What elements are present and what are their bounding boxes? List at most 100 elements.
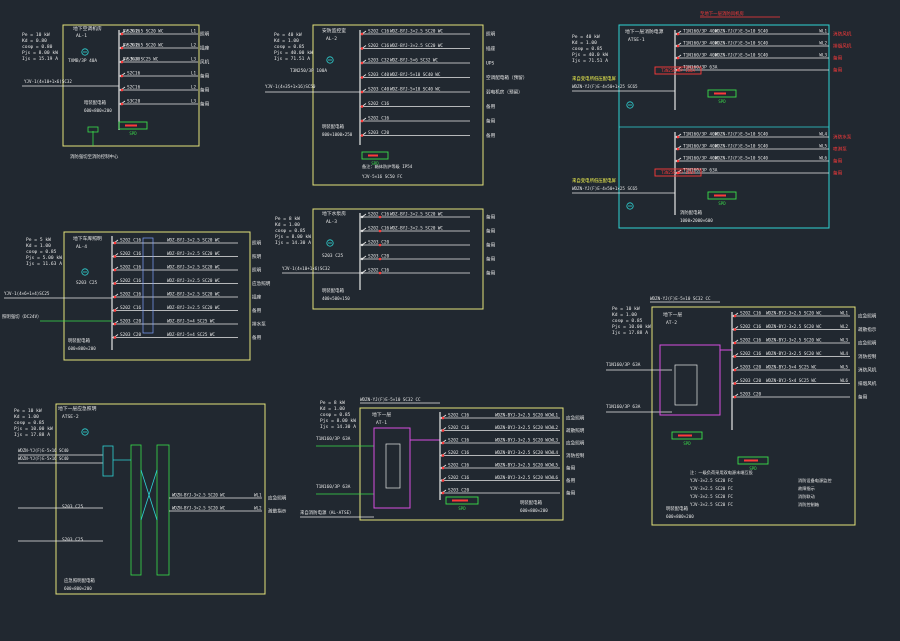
panel-a-circuit-breaker-label-0: S2C16 (127, 29, 141, 35)
panel-g-feeder-top: WDZN-YJ(F)E-5×10 SC32 CC (360, 397, 421, 402)
panel-d-meter (326, 239, 334, 247)
panel-b-circuit-use-7: 备用 (486, 132, 496, 139)
panel-b-param-1: Kd = 1.00 (274, 38, 299, 44)
panel-e-circuit-dot-1 (113, 255, 117, 258)
panel-a-circuit-breaker-label-5: S3C20 (127, 99, 141, 105)
panel-h-circuit-use-1: 疏散指示 (858, 326, 877, 333)
panel-g-circuit-use-0: 应急照明 (566, 415, 585, 422)
panel-g-circuit-dot-1 (441, 429, 445, 432)
panel-b-circuit-use-5: 备用 (486, 103, 496, 110)
panel-h-circuit-breaker-label-0: S202 C16 (740, 311, 762, 317)
panel-c-meter-1 (626, 101, 634, 109)
panel-c-top-circuit-breaker-label-0: T1N160/3P 40A (683, 29, 718, 35)
panel-g-circuit-dot-4 (441, 466, 445, 470)
panel-a-note: 消防强切至消防控制中心 (70, 153, 119, 160)
panel-b-frame (312, 24, 484, 186)
panel-c-code: ATSE-1 (628, 37, 645, 43)
panel-g-circuit-cable-3: WDZN-BYJ-3×2.5 SC20 WC (495, 450, 551, 455)
panel-g-circuit-cable-4: WDZN-BYJ-3×2.5 SC20 WC (495, 463, 551, 468)
panel-a-circuit-dot-2 (120, 60, 124, 64)
panel-b-circuit-cable-0: WDZ-BYJ-3×2.5 SC20 WC (390, 29, 443, 34)
panel-g-box-name: 明装配电箱 (520, 499, 543, 506)
panel-c-top-circuit-dot-2 (676, 56, 680, 60)
panel-b-circuit-dot-1 (360, 47, 364, 50)
panel-f-control-column-2 (156, 444, 170, 576)
panel-a-circuit-use-5: 备用 (200, 101, 210, 108)
panel-e-circuit-breaker-label-3: S202 C16 (120, 278, 142, 284)
panel-a-circuit-breaker-label-2: S3C20 (127, 57, 141, 63)
panel-b-circuit-use-1: 插座 (486, 45, 496, 52)
panel-g-circuit-breaker-label-5: S202 C16 (448, 475, 470, 481)
panel-d-box-name: 明装配电箱 (322, 287, 345, 294)
panel-a-param-4: Ijs = 15.19 A (22, 56, 58, 62)
panel-h-circuit-cable-3: WDZN-BYJ-3×2.5 SC20 WC (766, 351, 822, 356)
panel-c-incomer-1: 来自变电所低压配电屏 (572, 75, 617, 82)
panel-c-bottom-circuit-phase-1: WL5 (819, 144, 827, 149)
panel-h-circuit-dot-4 (733, 368, 737, 372)
panel-e-circuit-breaker-label-0: S202 C16 (120, 238, 142, 244)
panel-g-circuit-dot-0 (441, 416, 445, 420)
panel-e-param-2: cosφ = 0.85 (26, 249, 57, 255)
panel-f-param-4: Ijs = 17.88 A (14, 432, 50, 438)
panel-g-frame (359, 407, 564, 521)
panel-d-circuit-breaker-label-1: S202 C16 (368, 226, 390, 232)
panel-e-circuit-breaker-label-6: S203 C20 (120, 319, 142, 325)
panel-g-circuit-cable-0: WDZN-BYJ-3×2.5 SC20 WC (495, 413, 551, 418)
panel-g-ats-block (373, 427, 411, 509)
spd-label: SPD (129, 131, 137, 136)
panel-h-circuit-breaker-label-3: S202 C16 (740, 351, 762, 357)
panel-d-param-4: Ijs = 14.30 A (275, 240, 311, 246)
panel-h-circuit-cable-2: WDZN-BYJ-3×2.5 SC20 WC (766, 338, 822, 343)
panel-f-param-3: Pjs = 10.00 kW (14, 426, 53, 432)
panel-c-bottom-circuit-breaker-label-2: T1N160/3P 40A (683, 156, 718, 162)
panel-h-circuit-phase-3: WL4 (840, 351, 848, 356)
panel-a-circuit-dot-3 (120, 74, 124, 78)
panel-d-param-2: cosφ = 0.85 (275, 228, 306, 234)
panel-b-param-0: Pe = 40 kW (274, 32, 302, 38)
panel-a-spd (118, 121, 148, 130)
panel-b-circuit-use-0: 照明 (486, 32, 496, 38)
panel-a-circuit-phase-0: L1 (191, 29, 197, 34)
panel-e-circuit-dot-3 (113, 282, 117, 285)
panel-e-incomer: YJV-1(4×6+1×4)SC25 (4, 291, 50, 296)
panel-h-circuit-phase-1: WL2 (840, 324, 848, 329)
panel-b-circuit-breaker-label-2: S203 C32 (368, 58, 390, 64)
panel-h-in-1: T1N160/3P 63A (606, 362, 641, 368)
panel-b-circuit-dot-0 (360, 32, 364, 36)
panel-h-in-2: T1N160/3P 63A (606, 404, 641, 410)
panel-d-circuit-breaker-label-0: S202 C16 (368, 212, 390, 218)
wiring (4, 16, 850, 576)
panel-e-terminal-strip (142, 237, 154, 334)
breaker-pivot (360, 229, 364, 233)
panel-d-incomer: YJV-1(4×10+1×6)SC32 (282, 266, 330, 271)
panel-f-incomer-1: WDZN-YJ(F)E-5×16 SC40 (18, 448, 69, 453)
panel-g-circuit-phase-2: WL3 (550, 438, 558, 443)
panel-e-side-note: 照明强切（DC24V） (2, 313, 42, 320)
panel-a-code: AL-1 (76, 33, 87, 39)
panel-e-circuit-use-5: 备用 (252, 307, 262, 314)
panel-g-circuit-breaker-label-1: S202 C16 (448, 425, 470, 431)
panel-c-top-circuit-cable-2: WDZN-YJ(F)E-5×10 SC40 (715, 53, 768, 58)
panel-h-ats-switch (674, 364, 698, 406)
panel-h-param-0: Pe = 10 kW (612, 306, 640, 312)
panel-e-circuit-use-0: 照明 (252, 241, 262, 247)
panel-e-circuit-dot-2 (113, 268, 117, 272)
panel-f-code: ATSE-2 (62, 414, 79, 420)
panel-e-title: 地下车库照明 (73, 235, 102, 242)
panel-b-circuit-breaker-label-0: S202 C16 (368, 29, 390, 35)
panel-h-circuit-phase-0: WL1 (840, 311, 848, 316)
panel-b-spd (361, 151, 389, 160)
panel-c-title: 地下一层消防电源 (625, 28, 664, 35)
panel-f-circuit-use-1: 疏散指示 (268, 508, 287, 515)
panel-h-box-name: 明装配电箱 (666, 505, 689, 512)
panel-c-frame (618, 24, 830, 229)
panel-f-branch-2: S203 C25 (62, 537, 84, 543)
panel-e-circuit-cable-4: WDZ-BYJ-3×2.5 SC20 WC (167, 292, 220, 297)
panel-h-circuit-breaker-label-5: S203 C20 (740, 378, 762, 384)
panel-g-circuit-use-2: 应急照明 (566, 440, 585, 447)
panel-e-circuit-cable-5: WDZ-BYJ-3×2.5 SC20 WC (167, 305, 220, 310)
panel-b-circuit-dot-6 (360, 119, 364, 123)
panel-h-circuit-breaker-label-4: S203 C20 (740, 365, 762, 371)
panel-a-circuit-breaker-label-4: S2C16 (127, 85, 141, 91)
